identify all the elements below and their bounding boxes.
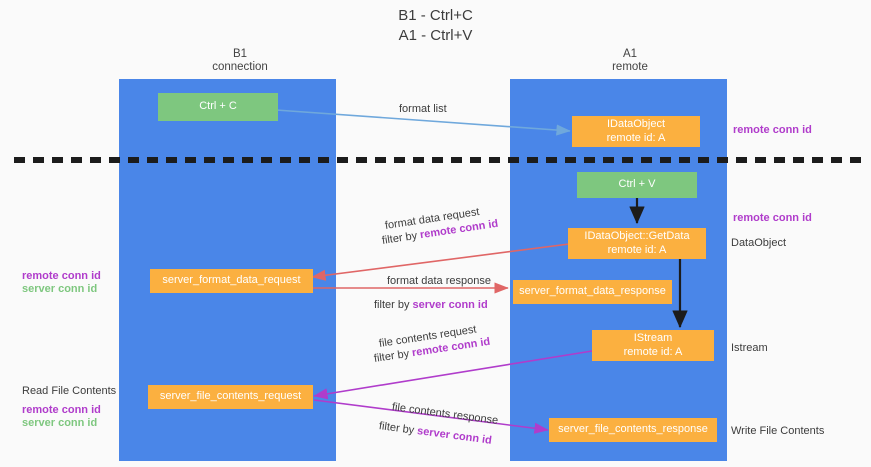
- lane-b1-subtitle: connection: [212, 61, 268, 73]
- node-server-file-contents-request-label: server_file_contents_request: [159, 390, 302, 403]
- node-istream-line2: remote id: A: [623, 345, 683, 358]
- lane-a1-title: A1: [622, 48, 638, 60]
- lane-b1-title: B1: [232, 48, 248, 60]
- lane-header-b1: B1 connection: [150, 48, 330, 74]
- filter-key-server-conn-id-2: server conn id: [416, 425, 493, 447]
- node-idataobject-line1: IDataObject: [606, 118, 666, 130]
- node-server-file-contents-response[interactable]: server_file_contents_response: [549, 418, 717, 442]
- annotation-right-write-file-contents: Write File Contents: [731, 425, 825, 437]
- annotation-right-remote-conn-id-mid: remote conn id: [733, 212, 812, 224]
- annotation-right-remote-conn-id-top: remote conn id: [733, 124, 812, 136]
- node-ctrl-c[interactable]: Ctrl + C: [158, 93, 278, 121]
- annotation-right-dataobject: DataObject: [731, 237, 787, 249]
- annotation-left-server-conn-id: server conn id: [22, 283, 98, 295]
- filter-prefix: filter by: [378, 420, 418, 437]
- node-idataobject[interactable]: IDataObject remote id: A: [572, 116, 700, 147]
- node-idataobject-line2: remote id: A: [606, 131, 666, 144]
- node-server-format-data-request-label: server_format_data_request: [162, 274, 301, 287]
- lane-a1-subtitle: remote: [612, 61, 648, 73]
- annotation-left-server-conn-id-2: server conn id: [22, 417, 98, 429]
- node-istream-line1: IStream: [633, 332, 673, 344]
- edge-label-format-data-response-filter: filter by server conn id: [374, 298, 488, 312]
- node-server-format-data-request[interactable]: server_format_data_request: [150, 269, 313, 293]
- edge-label-format-list: format list: [399, 103, 447, 115]
- filter-key-server-conn-id: server conn id: [412, 299, 488, 311]
- node-ctrl-v-label: Ctrl + V: [618, 178, 656, 191]
- node-ctrl-c-label: Ctrl + C: [199, 100, 237, 113]
- node-getdata-line1: IDataObject::GetData: [584, 230, 690, 242]
- node-server-file-contents-request[interactable]: server_file_contents_request: [148, 385, 313, 409]
- annotation-right-istream: Istream: [731, 342, 768, 354]
- edge-label-format-data-response: format data response: [387, 275, 491, 287]
- node-ctrl-v[interactable]: Ctrl + V: [577, 172, 697, 198]
- node-getdata[interactable]: IDataObject::GetData remote id: A: [568, 228, 706, 259]
- node-getdata-line2: remote id: A: [607, 243, 667, 256]
- node-server-format-data-response[interactable]: server_format_data_response: [513, 280, 672, 304]
- annotation-left-remote-conn-id-2: remote conn id: [22, 404, 101, 416]
- filter-prefix: filter by: [374, 299, 413, 311]
- node-istream[interactable]: IStream remote id: A: [592, 330, 714, 361]
- lane-header-a1: A1 remote: [540, 48, 720, 74]
- node-server-file-contents-response-label: server_file_contents_response: [558, 423, 708, 436]
- node-server-format-data-response-label: server_format_data_response: [519, 285, 666, 298]
- title-line-2: A1 - Ctrl+V: [398, 27, 473, 44]
- annotation-left-remote-conn-id: remote conn id: [22, 270, 101, 282]
- title-line-1: B1 - Ctrl+C: [398, 7, 473, 24]
- diagram-title: B1 - Ctrl+C A1 - Ctrl+V: [0, 6, 871, 46]
- annotation-left-read-file-contents: Read File Contents: [22, 385, 117, 397]
